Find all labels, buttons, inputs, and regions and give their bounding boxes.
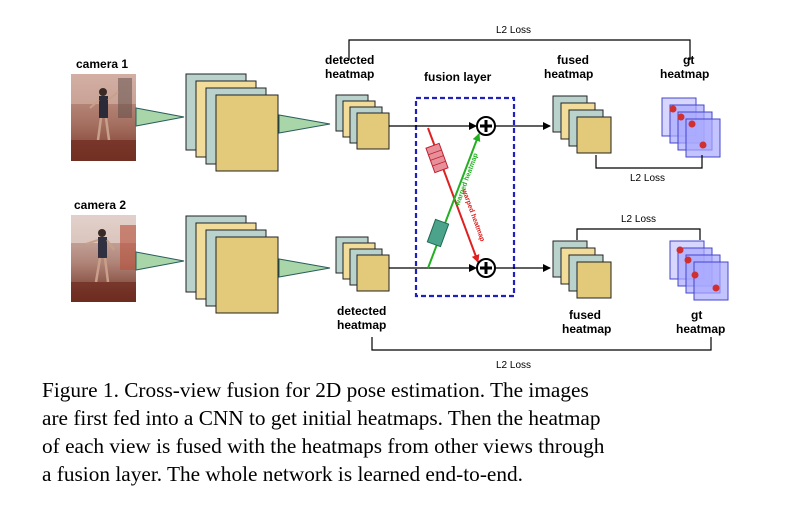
l2-loss-connector-bottom-inner [576,228,701,240]
l2-loss-label-bottom: L2 Loss [496,360,531,371]
fused-heatmap-bottom-label-1: fused [569,308,601,322]
camera-2-label: camera 2 [74,198,126,212]
gt-heatmap-bottom-label-1: gt [691,308,702,322]
gt-heatmap-stack-top [661,97,721,158]
sum-node-top [476,116,496,136]
fusion-layer-label: fusion layer [424,70,492,84]
gt-heatmap-top-label-1: gt [683,53,694,67]
l2-loss-connector-top-inner [595,155,703,169]
red-filter-block [425,142,449,174]
warped-heatmap-label-red: warped heatmap [460,187,486,242]
detected-heatmap-top-label-2: heatmap [325,67,374,81]
fused-heatmap-top-label-2: heatmap [544,67,593,81]
fused-heatmap-stack-top [552,95,612,154]
decoder-cone-2 [278,258,331,278]
caption-line-4: a fusion layer. The whole network is lea… [42,462,523,486]
l2-loss-connector-top [348,39,691,60]
caption-line-3: of each view is fused with the heatmaps … [42,434,605,458]
caption-line-2: are first fed into a CNN to get initial … [42,406,601,430]
caption-line-1: Figure 1. Cross-view fusion for 2D pose … [42,378,589,402]
green-filter-block [426,218,450,248]
detected-heatmap-bottom-label-1: detected [337,304,386,318]
detected-heatmap-stack-bottom [335,236,390,292]
fused-heatmap-bottom-label-2: heatmap [562,322,611,336]
detected-heatmap-stack-top [335,94,390,150]
cnn-feature-stack-2 [185,215,279,314]
gt-heatmap-stack-bottom [669,240,729,301]
cnn-feature-stack-1 [185,73,279,172]
fused-heatmap-stack-bottom [552,240,612,299]
fusion-layer-box [414,96,516,298]
l2-loss-label-bottom-inner: L2 Loss [621,214,656,225]
gt-heatmap-top-label-2: heatmap [660,67,709,81]
fused-heatmap-top-label-1: fused [557,53,589,67]
l2-loss-connector-bottom [371,337,712,351]
detected-heatmap-top-label-1: detected [325,53,374,67]
encoder-cone-2 [135,251,185,271]
decoder-cone-1 [278,114,331,134]
detected-heatmap-bottom-label-2: heatmap [337,318,386,332]
l2-loss-label-top-inner: L2 Loss [630,173,665,184]
sum-node-bottom [476,258,496,278]
camera-2-image [71,215,136,302]
camera-1-label: camera 1 [76,57,128,71]
l2-loss-label-top: L2 Loss [496,25,531,36]
figure-caption: Figure 1. Cross-view fusion for 2D pose … [42,376,772,488]
gt-heatmap-bottom-label-2: heatmap [676,322,725,336]
camera-1-image [71,74,136,161]
encoder-cone-1 [135,107,185,127]
